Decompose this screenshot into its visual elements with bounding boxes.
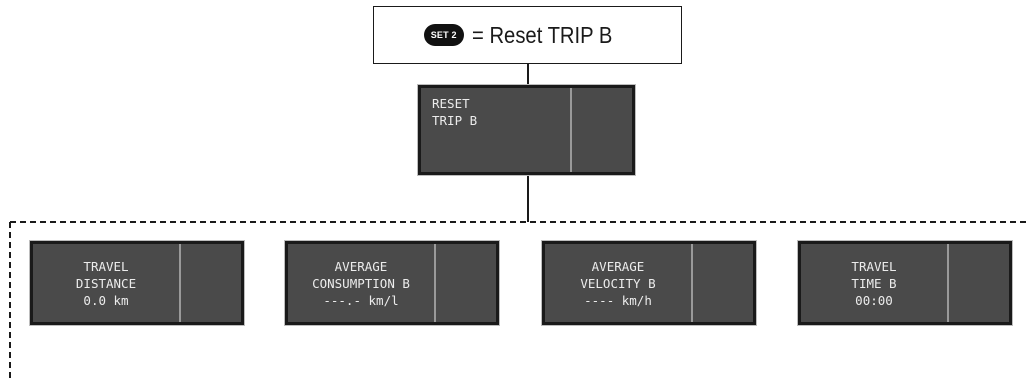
average-consumption-value: ---.- km/l: [323, 292, 399, 308]
header-caption: = Reset TRIP B: [471, 21, 613, 48]
travel-distance-right-panel: [181, 244, 241, 322]
travel-time-right-panel: [949, 244, 1009, 322]
average-consumption-right-panel: [436, 244, 496, 322]
reset-trip-b-display: RESET TRIP B: [417, 84, 636, 176]
reset-line-1: RESET: [432, 96, 470, 111]
set-2-button-icon: SET 2: [423, 24, 464, 46]
travel-time-value: 00:00: [855, 292, 893, 308]
average-consumption-line-2: CONSUMPTION B: [312, 275, 410, 291]
average-velocity-line-2: VELOCITY B: [580, 275, 656, 291]
reset-display-right-panel: [572, 88, 632, 172]
average-velocity-right-panel: [693, 244, 753, 322]
average-velocity-line-1: AVERAGE: [591, 258, 645, 274]
travel-time-line-2: TIME B: [851, 275, 897, 291]
reset-line-2: TRIP B: [432, 113, 478, 128]
travel-distance-line-2: DISTANCE: [75, 275, 137, 291]
average-velocity-value: ---- km/h: [584, 292, 652, 308]
average-consumption-line-1: AVERAGE: [334, 258, 388, 274]
travel-distance-value: 0.0 km: [83, 292, 129, 308]
travel-time-line-1: TRAVEL: [851, 258, 897, 274]
travel-distance-line-1: TRAVEL: [83, 258, 129, 274]
reset-trip-b-header: SET 2 = Reset TRIP B: [373, 6, 682, 64]
reset-display-text: RESET TRIP B: [421, 88, 572, 172]
reset-display-screen: RESET TRIP B: [421, 88, 632, 172]
